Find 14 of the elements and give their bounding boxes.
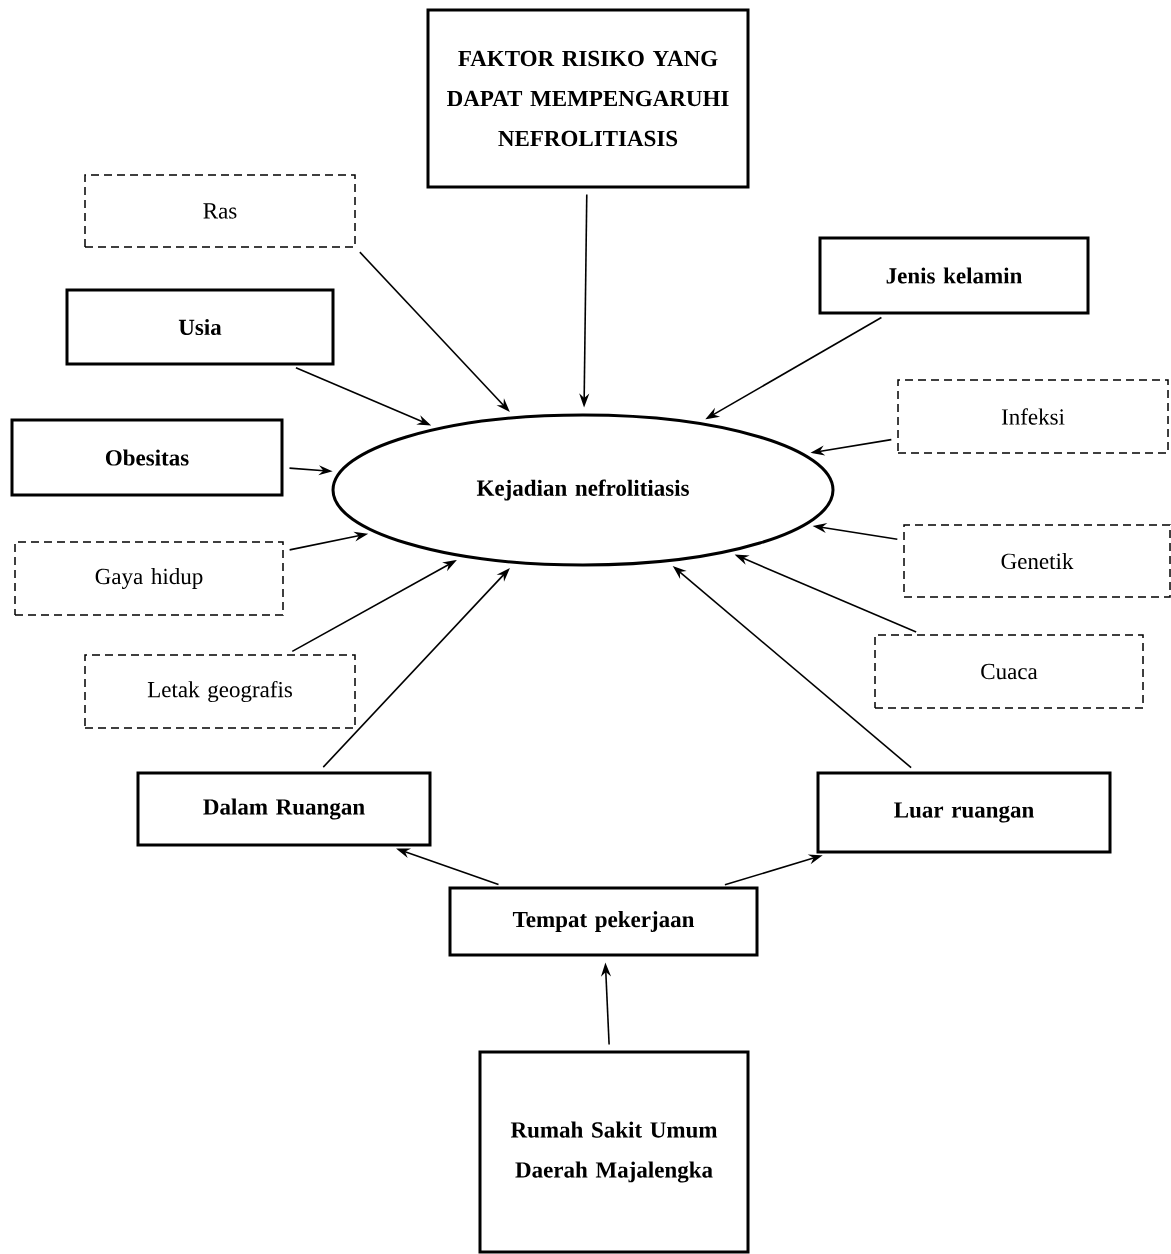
factor-box: Cuaca <box>874 634 1144 709</box>
process-box: Dalam Ruangan <box>136 771 432 847</box>
process-box: Jenis kelamin <box>818 236 1090 315</box>
process-box: Luar ruangan <box>816 771 1112 854</box>
process-box: Rumah Sakit Umum Daerah Majalengka <box>478 1050 750 1254</box>
factor-box: Infeksi <box>897 379 1169 454</box>
factor-box: Genetik <box>903 524 1171 598</box>
process-box: Tempat pekerjaan <box>448 886 759 957</box>
factor-box: Gaya hidup <box>14 541 284 616</box>
factor-box: Letak geografis <box>84 654 356 729</box>
process-box: Usia <box>65 288 335 366</box>
process-box: FAKTOR RISIKO YANG DAPAT MEMPENGARUHI NEFROLITIASIS <box>426 8 750 189</box>
process-box: Obesitas <box>10 418 284 497</box>
factor-box: Ras <box>84 174 356 248</box>
